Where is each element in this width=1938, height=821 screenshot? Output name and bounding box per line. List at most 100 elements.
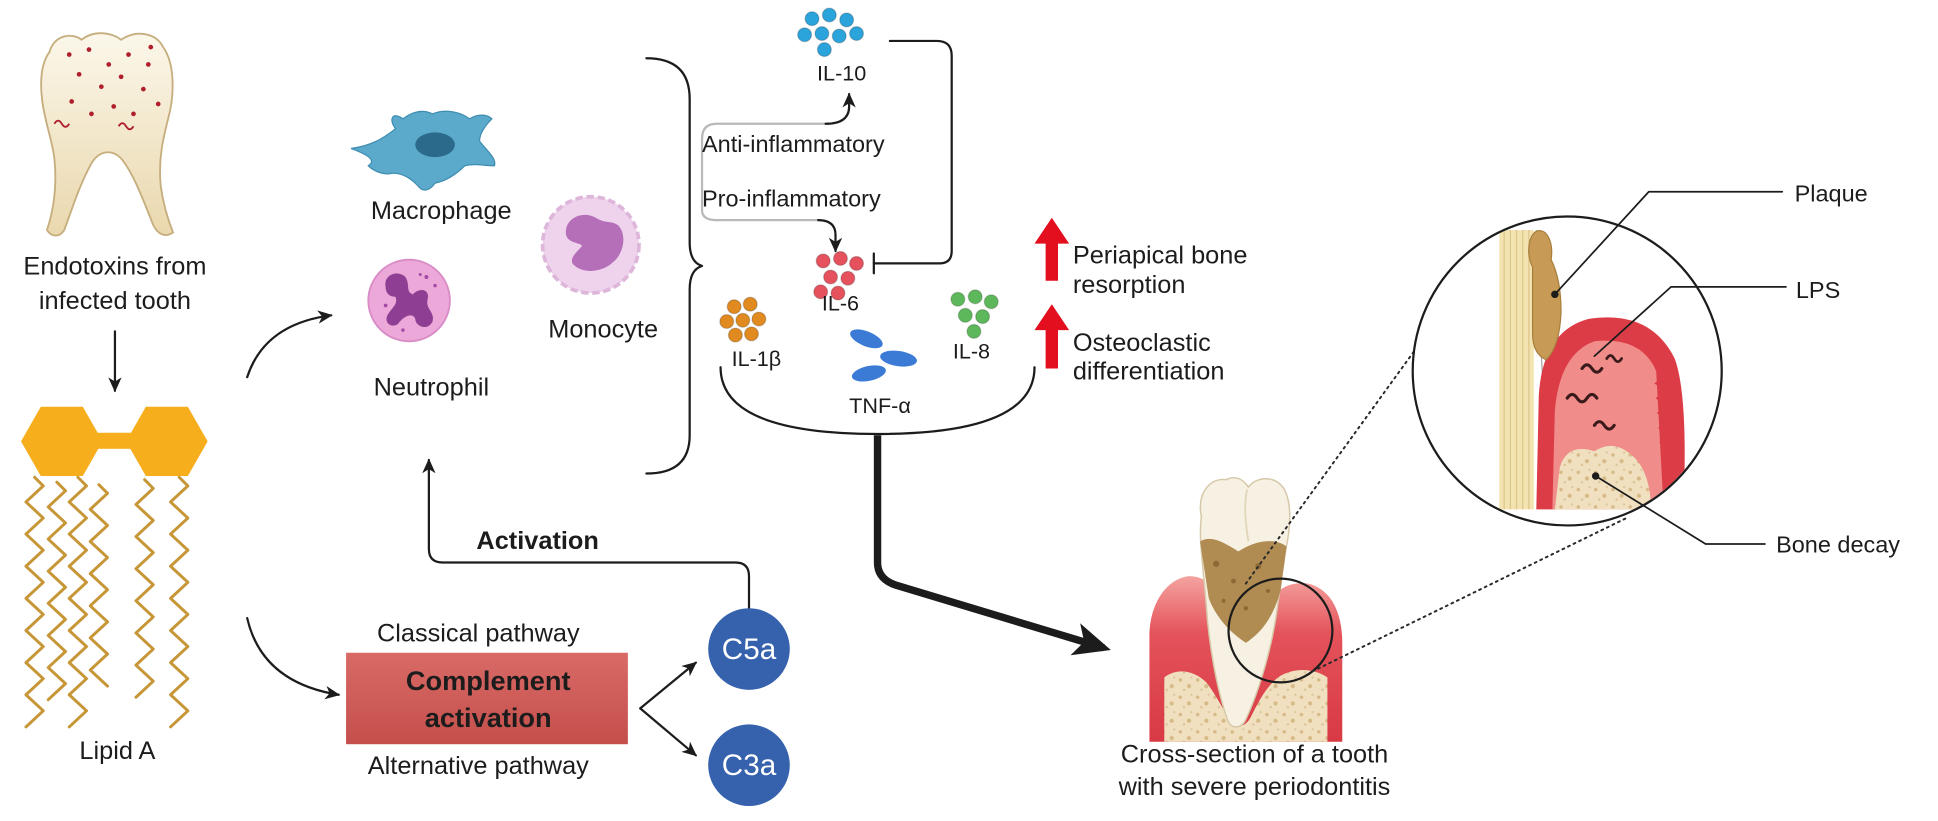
il10-molecule (804, 11, 820, 27)
anti-inflammatory-path (700, 122, 827, 209)
complement-activation-box (346, 652, 628, 745)
alveolar-bone (1164, 670, 1328, 742)
endotoxin-squiggle (117, 122, 135, 131)
lps-squiggle (1565, 392, 1599, 404)
anti-inflammatory-label: Anti-inflammatory (702, 131, 885, 157)
il1b-label: IL-1β (732, 346, 782, 371)
plaque-label: Plaque (1795, 181, 1868, 207)
fatty-acid-chains (24, 475, 190, 729)
alternative-pathway-label: Alternative pathway (368, 752, 589, 780)
endotoxin-dot (148, 44, 154, 50)
endotoxin-dot (86, 47, 92, 52)
il6-molecule (830, 285, 846, 301)
arrow-to-il10 (824, 92, 856, 125)
endotoxin-dot (145, 62, 151, 67)
lps-squiggle (1592, 420, 1616, 431)
il6-molecule (823, 269, 839, 285)
arrow-cytokines-to-periodontitis (873, 435, 1111, 656)
zoomed-plaque (1528, 230, 1562, 361)
il6-molecule (848, 255, 865, 271)
endotoxins-label-line1: Endotoxins from (23, 253, 206, 281)
endotoxin-dot (126, 52, 131, 57)
bone-resorption-label-line2: resorption (1073, 271, 1186, 299)
c5a-label: C5a (722, 633, 777, 666)
il1b-molecule (727, 327, 743, 343)
molar-tooth (40, 32, 175, 237)
calculus-texture (1213, 560, 1220, 567)
il8-molecule (957, 307, 973, 323)
endotoxin-dots (66, 44, 161, 117)
il6-molecule (840, 270, 856, 286)
bone-resorption-label-line1: Periapical bone (1073, 241, 1248, 269)
activation-arrow (422, 458, 751, 610)
il8-molecule (983, 294, 999, 310)
periodontitis-caption-line1: Cross-section of a tooth (1121, 741, 1388, 769)
rete-ridges (1654, 366, 1674, 504)
cytokine-clusters (719, 7, 999, 343)
il1b-molecule (751, 311, 767, 327)
arrow-to-il6 (817, 219, 843, 253)
neutrophil-granule (433, 283, 437, 288)
il10-molecule (821, 7, 837, 23)
lipid-head-hexagon-right (126, 406, 208, 477)
il1b-molecule (743, 326, 760, 342)
periodontitis-tooth-section (1149, 477, 1343, 742)
dentin-tubules (1503, 230, 1530, 510)
tnfa-label: TNF-α (849, 393, 911, 418)
increase-arrow-icon (1034, 217, 1070, 281)
lipid-head-connector (96, 432, 132, 449)
il8-label: IL-8 (953, 339, 990, 364)
calculus-texture (1243, 606, 1249, 611)
c3a-label: C3a (722, 749, 777, 782)
arrow-lipid-a-to-cells (246, 310, 333, 379)
il10-molecule (831, 28, 847, 44)
endotoxin-dot (118, 74, 124, 80)
c3a-circle (708, 724, 790, 807)
endotoxin-squiggle (53, 119, 71, 128)
infected-tooth (40, 32, 175, 237)
tnfa-molecule (851, 365, 886, 382)
fatty-acid-chain (24, 475, 45, 729)
lipid-a-molecule (21, 406, 208, 729)
il8-molecule (950, 291, 966, 307)
c5a-circle (708, 608, 790, 690)
il6-molecule (813, 284, 829, 300)
endotoxin-dot (89, 111, 94, 117)
fatty-acid-chain (88, 483, 110, 688)
fatty-acid-chain (134, 478, 155, 699)
calculus-texture (1266, 588, 1271, 594)
il10-molecule (816, 42, 832, 58)
zoomed-periodontal-pocket (1499, 230, 1685, 510)
il10-inhibits-il6-line (872, 39, 953, 265)
neutrophil-granule (383, 303, 388, 308)
calculus-plaque (1200, 538, 1287, 643)
il10-molecule (814, 25, 830, 42)
magnify-source-circle (1227, 577, 1334, 684)
zoom-guide-line-bottom (1311, 515, 1630, 673)
periodontitis-caption-line2: with severe periodontitis (1118, 773, 1391, 801)
arrow-to-c5a (639, 661, 697, 710)
fatty-acid-chain (46, 480, 67, 702)
lps-squiggle (1580, 363, 1604, 374)
il1b-molecule (719, 313, 735, 330)
il8-molecule (966, 323, 982, 339)
calculus-texture (1221, 598, 1226, 603)
pro-inflammatory-path (700, 206, 820, 222)
il8-molecule (967, 289, 983, 305)
tnfa-molecule (850, 329, 883, 349)
neutrophil-nucleus (385, 273, 433, 328)
il10-label: IL-10 (817, 60, 866, 85)
lps-squiggle (1605, 354, 1623, 364)
tnfa-molecules (850, 329, 917, 382)
zoomed-bone (1554, 445, 1652, 510)
classical-pathway-label: Classical pathway (377, 620, 580, 648)
osteoclastic-label-line2: differentiation (1073, 358, 1225, 386)
calculus-texture (1231, 578, 1236, 584)
zoom-circle (1411, 215, 1723, 527)
macrophage-cell (350, 110, 496, 191)
activation-label: Activation (476, 527, 598, 555)
il10-molecule (839, 12, 855, 28)
complement-box-line2: activation (425, 702, 552, 733)
endotoxin-dot (99, 84, 104, 90)
